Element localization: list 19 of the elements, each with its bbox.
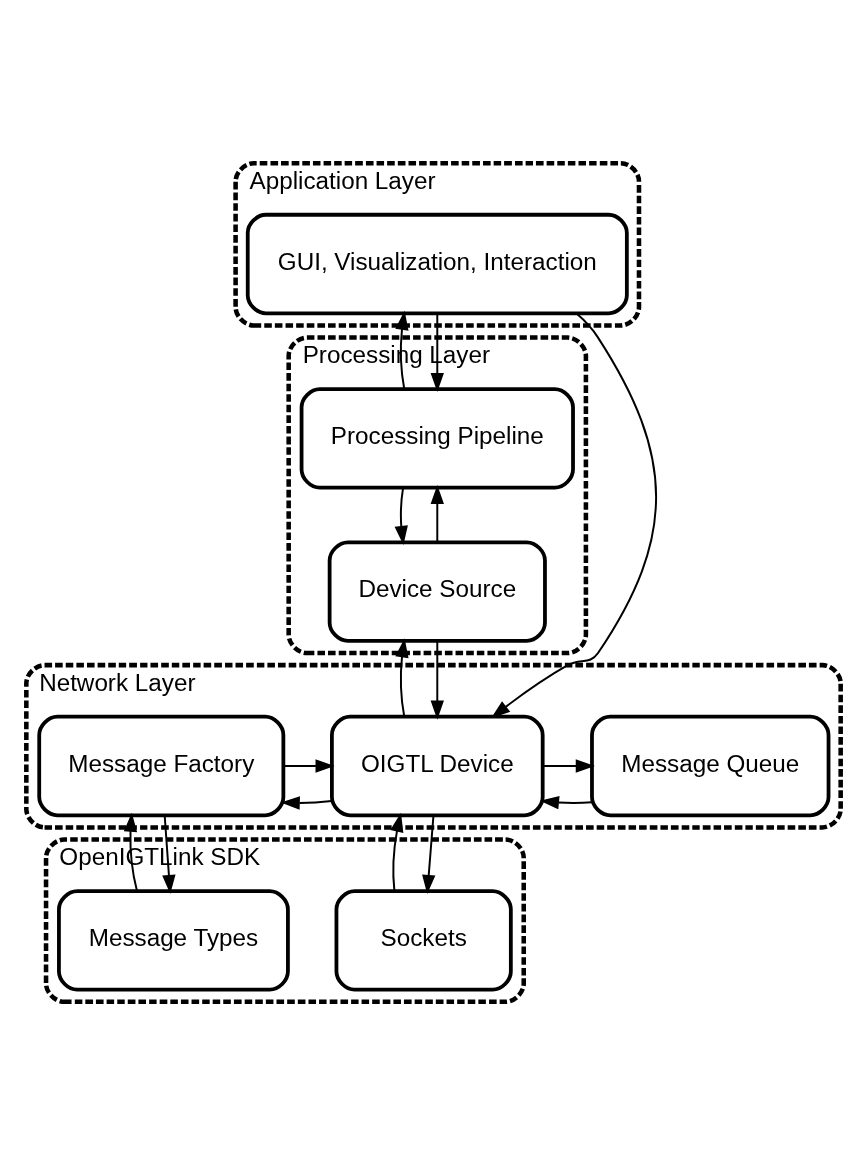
node-box: Message Types (57, 889, 290, 992)
arrow (541, 759, 595, 773)
node-box: Device Source (327, 540, 547, 643)
node-box: Message Queue (590, 714, 831, 818)
arrow (422, 814, 436, 894)
node-box: Sockets (334, 889, 513, 992)
arrow (390, 812, 404, 893)
arrow (430, 640, 444, 720)
arrow (395, 638, 409, 718)
arrow (282, 759, 335, 773)
node-box: Processing Pipeline (299, 387, 575, 490)
node-box: GUI, Visualization, Interaction (245, 212, 629, 316)
arrow (394, 486, 408, 546)
node-box: OIGTL Device (330, 714, 545, 818)
arrow (539, 795, 593, 810)
arrow (491, 312, 658, 719)
arrow (430, 484, 444, 544)
node-box: Message Factory (37, 714, 286, 818)
arrow (280, 796, 333, 810)
